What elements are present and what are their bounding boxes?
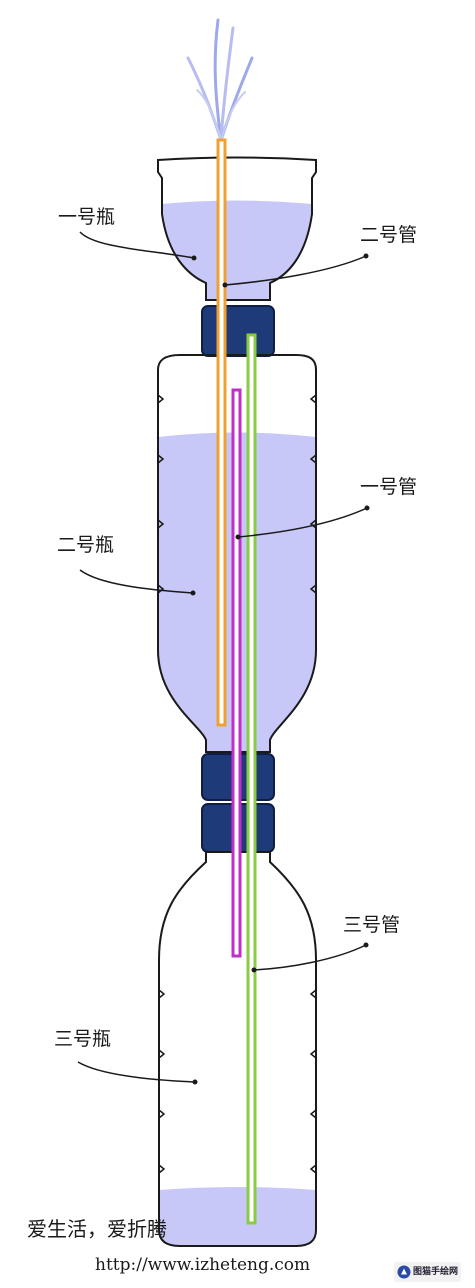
bottle-1 (157, 156, 317, 301)
fountain-spray (186, 18, 254, 142)
bottle-3-water (159, 1187, 316, 1246)
leader-bottle-1 (79, 231, 195, 259)
leader-tube-2 (224, 255, 367, 286)
tube-2-orange (216, 138, 227, 727)
label-tube-2: 二号管 (360, 224, 418, 246)
bottle-2-ribs (157, 394, 317, 594)
cap-1 (201, 305, 275, 357)
tube-1-magenta (231, 388, 242, 958)
footer-url: http://www.izheteng.com (95, 1255, 311, 1275)
label-bottle-3: 三号瓶 (54, 1028, 112, 1050)
leader-bottle-2 (79, 569, 194, 594)
bottle-3-ribs (158, 989, 317, 1174)
bottle-2-outline (157, 354, 317, 753)
tube-3-green (246, 333, 257, 1225)
label-bottle-1: 一号瓶 (58, 206, 116, 228)
leader-lines (77, 231, 368, 1083)
watermark: 图猫手绘网 (394, 1262, 462, 1282)
bottle-3 (158, 851, 317, 1247)
leader-tube-3 (253, 944, 367, 971)
bottle-1-water (162, 200, 312, 300)
label-tube-1: 一号管 (360, 476, 418, 498)
leader-bottle-3 (77, 1061, 196, 1083)
leader-tube-1 (237, 507, 368, 538)
watermark-text: 图猫手绘网 (413, 1266, 459, 1277)
label-bottle-2: 二号瓶 (57, 534, 115, 556)
footer-slogan: 爱生活，爱折腾 (27, 1217, 167, 1241)
watermark-logo-icon (397, 1265, 411, 1279)
leader-dots (190, 253, 370, 1085)
bottle-1-outline (157, 156, 317, 301)
bottle-3-outline (158, 851, 317, 1247)
label-tube-3: 三号管 (343, 914, 401, 936)
